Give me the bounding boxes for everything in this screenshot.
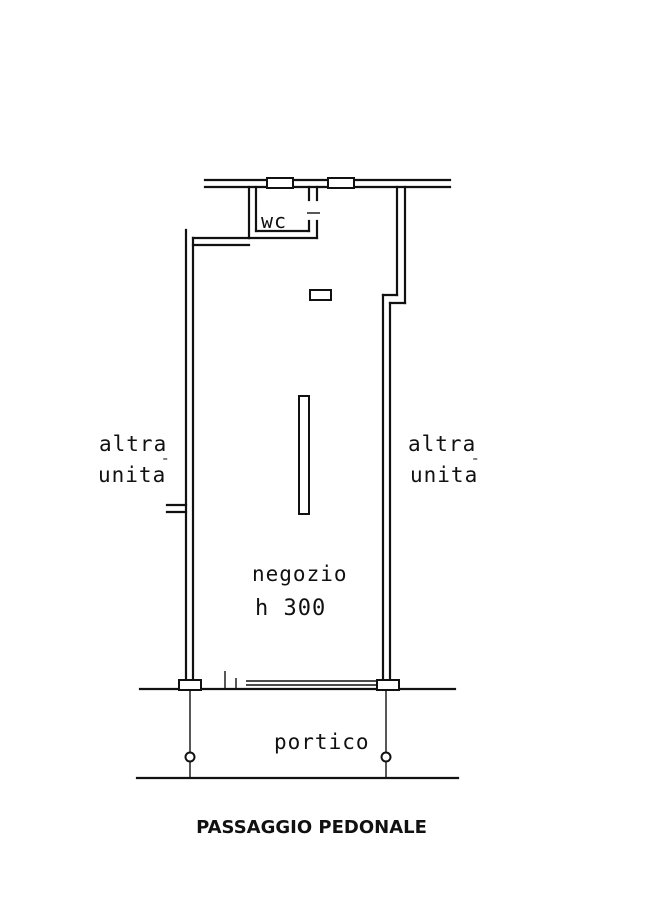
right-unit-label-line2: unita bbox=[410, 463, 479, 487]
right-wall bbox=[381, 185, 407, 685]
small-fixture bbox=[309, 289, 332, 301]
portico-columns bbox=[184, 690, 392, 778]
wc-label: wc bbox=[261, 209, 288, 233]
caption-pedestrian-passage: PASSAGGIO PEDONALE bbox=[196, 817, 427, 838]
right-unit-label-line1: altra bbox=[408, 432, 477, 456]
right-unit-accent: ˉ bbox=[471, 457, 481, 473]
left-unit-accent: ˉ bbox=[161, 457, 171, 473]
portico-label: portico bbox=[274, 730, 370, 754]
left-wall bbox=[165, 228, 195, 685]
wc-room-walls bbox=[191, 185, 320, 247]
left-unit-label-line1: altra bbox=[99, 432, 168, 456]
top-wall bbox=[203, 177, 452, 189]
shop-label: negozio bbox=[252, 562, 348, 586]
front-facade bbox=[138, 671, 457, 691]
height-label: h 300 bbox=[255, 596, 327, 621]
left-unit-label-line2: unita bbox=[98, 463, 167, 487]
central-counter bbox=[298, 395, 310, 515]
